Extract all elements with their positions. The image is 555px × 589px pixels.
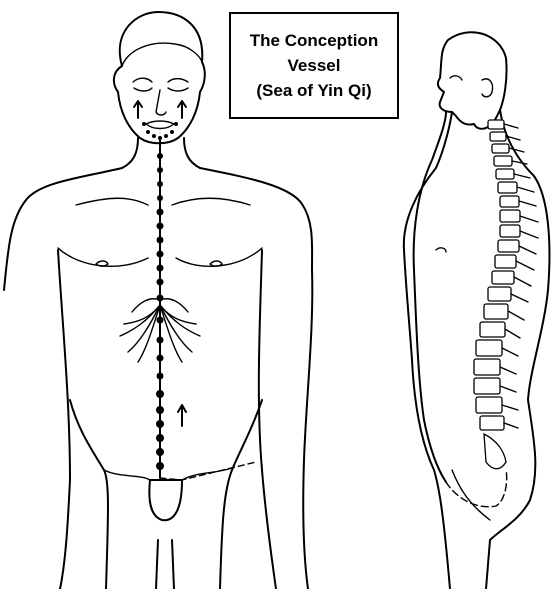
side-meridian-line — [414, 112, 446, 482]
side-head-outline — [438, 32, 507, 129]
diagram-title-box: The Conception Vessel (Sea of Yin Qi) — [229, 12, 399, 119]
title-line-2: Vessel — [288, 53, 341, 78]
side-eye — [450, 76, 462, 80]
side-chest — [404, 168, 450, 589]
side-meridian-dashed — [446, 470, 507, 507]
title-line-3: (Sea of Yin Qi) — [256, 78, 371, 103]
title-line-1: The Conception — [250, 28, 378, 53]
side-ear — [482, 79, 493, 97]
